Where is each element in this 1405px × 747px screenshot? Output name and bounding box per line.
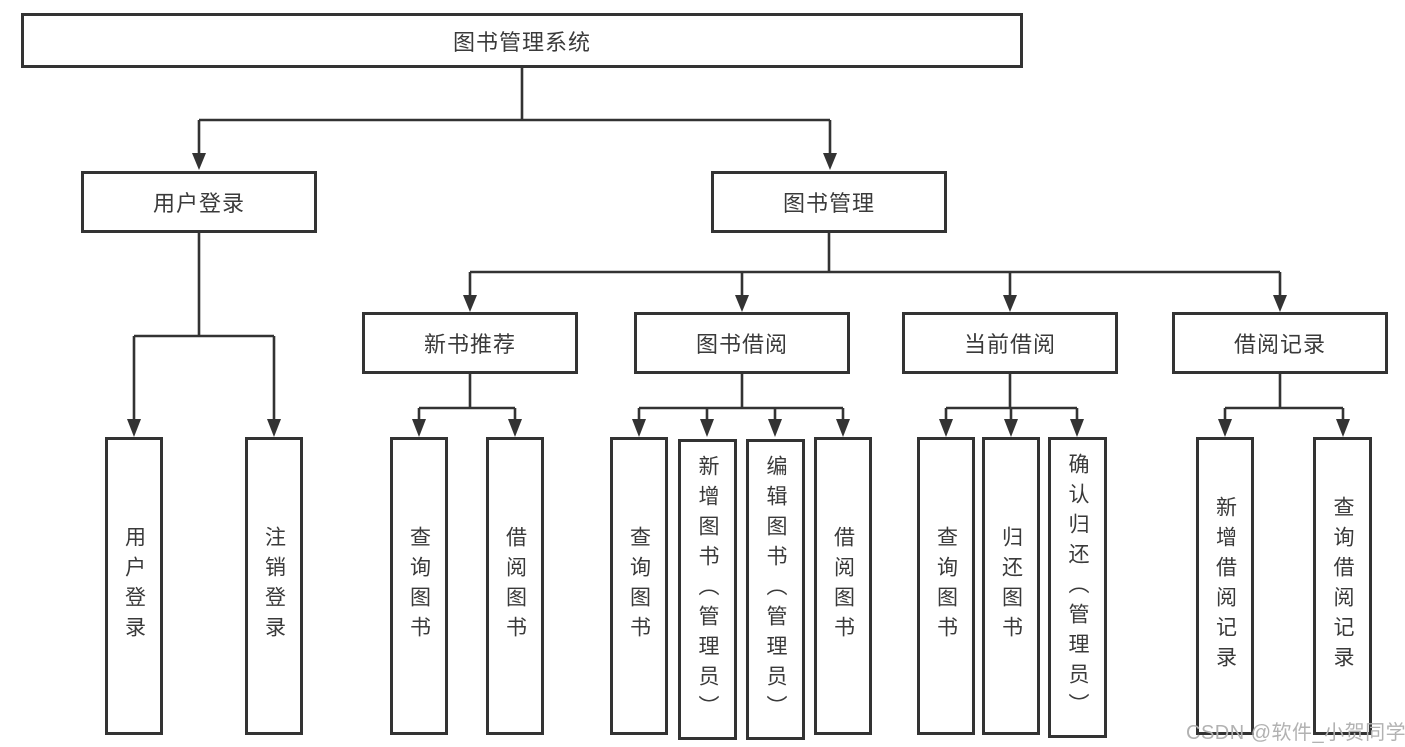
node-current-borrow: 当前借阅 [902,312,1118,374]
leaf-query-books-borrow: 查询图书 [610,437,668,735]
leaf-query-books-recommend: 查询图书 [390,437,448,735]
leaf-query-borrow-record: 查询借阅记录 [1313,437,1372,735]
node-borrow-records: 借阅记录 [1172,312,1388,374]
leaf-borrow-books: 借阅图书 [814,437,872,735]
leaf-return-books: 归还图书 [982,437,1040,735]
csdn-watermark: CSDN @软件_小贺同学 [1186,722,1405,744]
leaf-logout: 注销登录 [245,437,303,735]
leaf-borrow-books-recommend: 借阅图书 [486,437,544,735]
node-library-system: 图书管理系统 [21,13,1023,68]
node-book-management: 图书管理 [711,171,947,233]
node-new-book-recommend: 新书推荐 [362,312,578,374]
leaf-user-login: 用户登录 [105,437,163,735]
leaf-add-borrow-record: 新增借阅记录 [1196,437,1254,735]
leaf-edit-books-admin: 编辑图书（管理员） [746,439,805,740]
leaf-confirm-return-admin: 确认归还（管理员） [1048,437,1107,738]
node-user-login: 用户登录 [81,171,317,233]
node-book-borrow: 图书借阅 [634,312,850,374]
leaf-query-books-current: 查询图书 [917,437,975,735]
leaf-add-books-admin: 新增图书（管理员） [678,439,737,740]
